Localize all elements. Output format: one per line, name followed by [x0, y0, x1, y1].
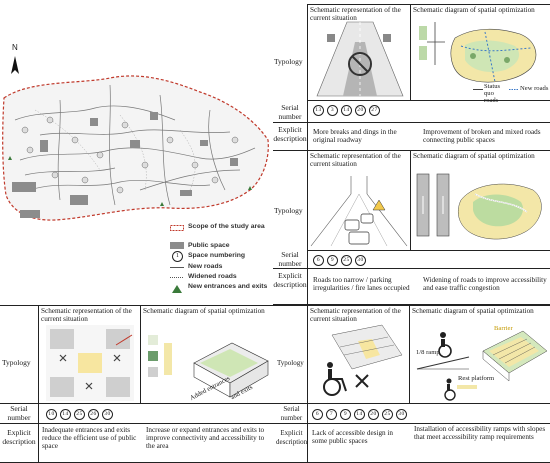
map-legend: Scope of the study area Public space 1 S… — [170, 222, 280, 302]
wheelchair-icon — [438, 332, 452, 358]
b1-desc-optim: Improvement of broken and mixed roads co… — [423, 128, 541, 144]
wheelchair-icon — [323, 362, 347, 396]
b2-current-illustration — [310, 176, 408, 247]
serial-badge: 10 — [46, 409, 57, 420]
dashed-boundary-icon — [170, 225, 184, 231]
b3-desc-label: Explicit description — [2, 428, 36, 446]
b1-serial-label: Serial number — [278, 103, 302, 121]
serial-badge: 14 — [354, 409, 365, 420]
serial-badge: 6 — [312, 409, 323, 420]
serial-badge: 20 — [368, 409, 379, 420]
b4-current-illustration — [323, 324, 403, 396]
serial-badge: 30 — [396, 409, 407, 420]
new-roads-line-icon — [509, 89, 519, 90]
serial-badge: 30 — [355, 255, 366, 266]
triangle-icon — [172, 285, 182, 293]
serial-badge: 25 — [382, 409, 393, 420]
b2-desc-optim: Widening of roads to improve accessibili… — [423, 276, 547, 292]
map-drawing — [2, 75, 269, 221]
circled-number-icon: 1 — [172, 251, 183, 262]
b3-desc-optim: Increase or expand entrances and exits t… — [146, 426, 265, 450]
legend-label-number: Space numbering — [188, 252, 246, 259]
status-quo-line-icon — [473, 89, 483, 90]
b2-optim-illustration — [416, 173, 542, 240]
serial-badge: 25 — [74, 409, 85, 420]
top-table: Schematic representation of the current … — [273, 0, 550, 305]
legend-label-widened: Widened roads — [188, 273, 237, 280]
legend-label-new-roads: New roads — [188, 263, 223, 270]
b4-tag-rest: Rest platform — [458, 375, 495, 382]
b4-desc-current: Lack of accessible design in some public… — [312, 429, 394, 445]
b2-desc-current: Roads too narrow / parking irregularitie… — [313, 276, 410, 292]
serial-badge: 6 — [313, 255, 324, 266]
site-map: N — [0, 40, 275, 230]
b4-desc-label: Explicit description — [276, 429, 308, 446]
serial-badge: 13 — [313, 105, 324, 116]
serial-badge: 30 — [102, 409, 113, 420]
b4-tag-ramp: 1/8 ramp — [416, 349, 440, 356]
serial-badge: 14 — [60, 409, 71, 420]
b4-col-optim: Schematic diagram of spatial optimizatio… — [412, 307, 534, 315]
gray-square-icon — [170, 242, 184, 249]
b1-row-typology: Typology — [274, 57, 303, 66]
b3-col-optim: Schematic diagram of spatial optimizatio… — [143, 307, 265, 315]
b4-serial-label: Serial number — [280, 405, 303, 422]
b3-optim-illustration — [148, 335, 269, 398]
serial-badge: 14 — [341, 105, 352, 116]
block3-table: Schematic representation of the current … — [0, 305, 276, 463]
north-arrow-icon — [11, 56, 19, 74]
b3-desc-current: Inadequate entrances and exits reduce th… — [42, 426, 137, 450]
b3-current-illustration — [46, 325, 134, 401]
b2-col-current: Schematic representation of the current … — [310, 152, 401, 168]
b3-col-current: Schematic representation of the current … — [41, 307, 132, 323]
serial-badge: 20 — [355, 105, 366, 116]
legend-label-boundary: Scope of the study area — [188, 223, 265, 230]
b4-optim-illustration — [416, 330, 548, 401]
serial-badge: 7 — [326, 409, 337, 420]
b4-row-typology: Typology — [277, 359, 304, 367]
serial-badge: 26 — [88, 409, 99, 420]
optim-legend-new: New roads — [520, 85, 549, 92]
serial-badge: 3 — [327, 105, 338, 116]
north-label: N — [12, 43, 18, 52]
legend-label-public: Public space — [188, 242, 230, 249]
solid-line-icon — [170, 267, 184, 268]
serial-badge: 9 — [327, 255, 338, 266]
serial-badge: 27 — [369, 105, 380, 116]
legend-label-entrances: New entrances and exits — [188, 283, 268, 290]
b2-row-typology: Typology — [274, 206, 303, 215]
block4-table: Schematic representation of the current … — [276, 305, 550, 463]
b1-optim-illustration — [419, 22, 537, 83]
b1-col-optim: Schematic diagram of spatial optimizatio… — [413, 6, 535, 14]
b1-current-illustration — [316, 21, 404, 97]
b4-col-current: Schematic representation of the current … — [310, 307, 401, 323]
dotted-line-icon — [170, 277, 184, 278]
b4-desc-optim: Installation of accessibility ramps with… — [414, 425, 546, 441]
b1-desc-label: Explicit description — [273, 125, 307, 143]
serial-badge: 9 — [340, 409, 351, 420]
b4-tag-barrier: Barrier — [494, 325, 513, 332]
b1-col-current: Schematic representation of the current … — [310, 6, 401, 22]
wheelchair-icon-2 — [444, 378, 456, 401]
b3-serial-label: Serial number — [7, 404, 31, 422]
b2-serial-label: Serial number — [278, 250, 302, 268]
b1-desc-current: More breaks and dings in the original ro… — [313, 128, 397, 144]
serial-badge: 25 — [341, 255, 352, 266]
b2-col-optim: Schematic diagram of spatial optimizatio… — [413, 152, 535, 160]
b3-row-typology: Typology — [2, 358, 31, 367]
optim-legend-status: Status quo roads — [484, 83, 501, 105]
b2-desc-label: Explicit description — [273, 271, 307, 289]
